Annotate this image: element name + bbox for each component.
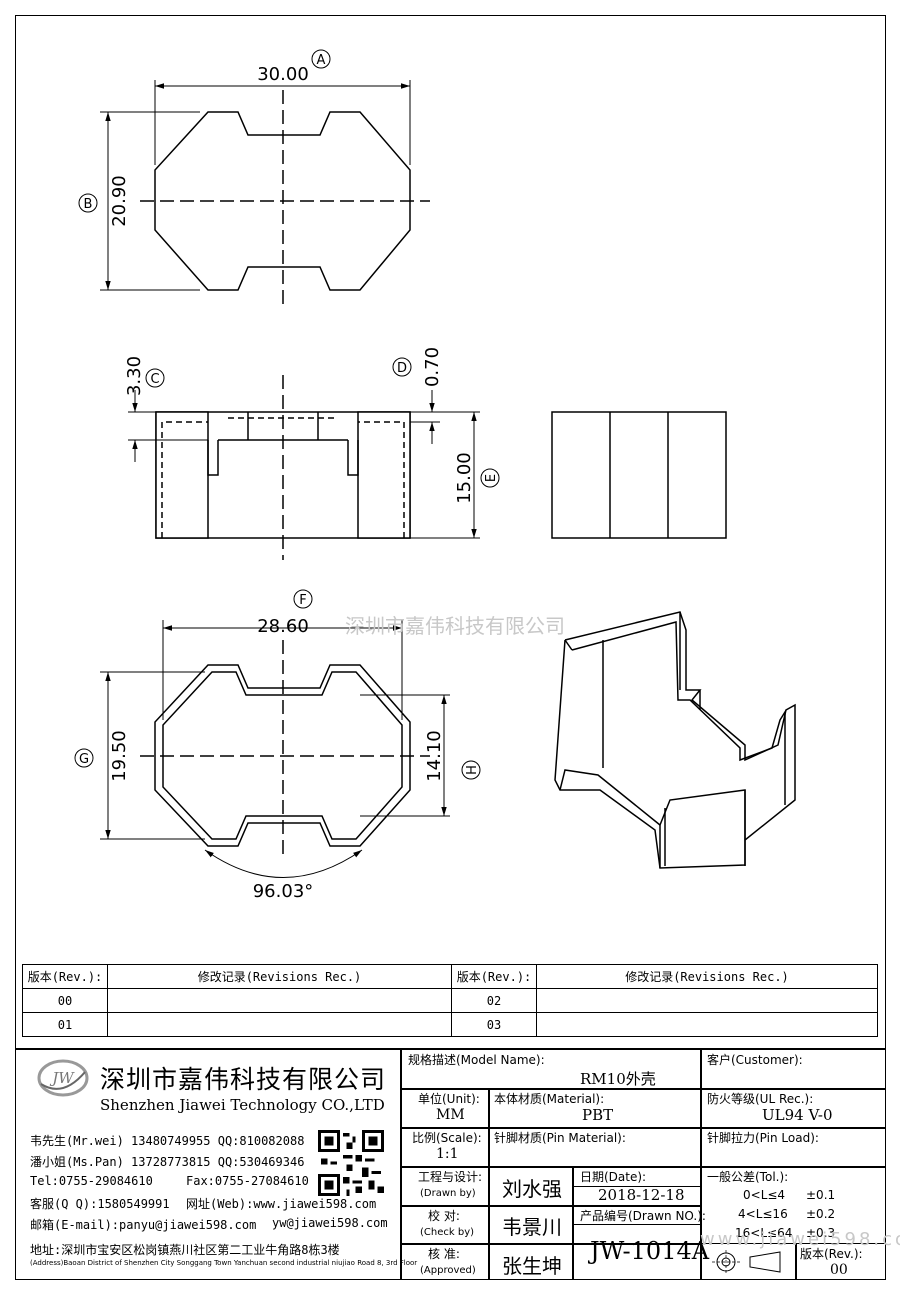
rec-header-2: 修改记录(Revisions Rec.) <box>536 964 878 989</box>
tolerance-value-3: ±0.3 <box>806 1226 836 1240</box>
logo-text: JW <box>49 1069 75 1087</box>
contact-pan: 潘小姐(Ms.Pan) 13728773815 QQ:530469346 <box>30 1155 305 1169</box>
top-view <box>100 80 430 305</box>
dim-f-value: 28.60 <box>257 616 309 637</box>
dim-f-label: F <box>299 593 306 608</box>
approved-label-en: (Approved) <box>420 1265 476 1276</box>
scale-label: 比例(Scale): <box>412 1131 482 1145</box>
company-name-cn: 深圳市嘉伟科技有限公司 <box>100 1065 387 1094</box>
company-tel: Tel:0755-29084610 <box>30 1174 153 1188</box>
qr-code-icon <box>318 1130 384 1196</box>
drawn-label-en: (Drawn by) <box>420 1188 476 1199</box>
model-label: 规格描述(Model Name): <box>408 1053 545 1067</box>
watermark-url: www.jiawei598.com <box>700 1229 900 1250</box>
drawing-frame <box>15 15 886 1280</box>
contact-wei: 韦先生(Mr.wei) 13480749955 QQ:810082088 <box>30 1134 305 1148</box>
company-address-en: (Address)Baoan District of Shenzhen City… <box>30 1259 418 1267</box>
rev-label: 版本(Rev.): <box>800 1247 863 1261</box>
date-label: 日期(Date): <box>580 1170 647 1184</box>
company-address: 地址:深圳市宝安区松岗镇燕川社区第二工业牛角路8栋3楼 <box>30 1243 340 1257</box>
approved-value: 张生坤 <box>502 1254 562 1278</box>
dim-e-label: E <box>484 474 499 482</box>
rev-row-01: 01 <box>22 1012 108 1037</box>
dim-h-label: H <box>465 765 480 775</box>
dim-e-value: 15.00 <box>454 452 475 504</box>
rev-row-03: 03 <box>451 1012 537 1037</box>
date-value: 2018-12-18 <box>598 1186 685 1204</box>
projection-symbol-icon <box>708 1248 790 1276</box>
dim-g-label: G <box>79 752 89 767</box>
check-value: 韦景川 <box>502 1215 562 1239</box>
material-label: 本体材质(Material): <box>494 1092 605 1106</box>
scale-value: 1:1 <box>436 1146 459 1162</box>
drawn-label: 工程与设计: <box>418 1170 483 1184</box>
dim-b-value: 20.90 <box>109 175 130 227</box>
rev-rec-00 <box>107 988 452 1013</box>
rec-header-1: 修改记录(Revisions Rec.) <box>107 964 452 989</box>
angle-value: 96.03° <box>253 881 314 902</box>
rev-header-2: 版本(Rev.): <box>451 964 537 989</box>
ul-label: 防火等级(UL Rec.): <box>707 1092 814 1106</box>
company-service: 客服(Q Q):1580549991 <box>30 1197 170 1211</box>
rev-row-02: 02 <box>451 988 537 1013</box>
rev-row-00: 00 <box>22 988 108 1013</box>
material-value: PBT <box>582 1106 614 1124</box>
bottom-view <box>100 620 450 878</box>
rev-rec-03 <box>536 1012 878 1037</box>
pin-load-label: 针脚拉力(Pin Load): <box>707 1131 819 1145</box>
check-label-en: (Check by) <box>420 1227 475 1238</box>
dim-g-value: 19.50 <box>109 730 130 782</box>
tolerance-range-2: 4<L≤16 <box>738 1207 788 1221</box>
unit-value: MM <box>436 1107 465 1123</box>
company-web: 网址(Web):www.jiawei598.com <box>186 1197 377 1211</box>
dim-d-label: D <box>397 361 407 376</box>
rev-header-1: 版本(Rev.): <box>22 964 108 989</box>
tolerance-range-1: 0<L≤4 <box>743 1188 786 1202</box>
model-value: RM10外壳 <box>580 1070 656 1088</box>
dimension-labels: A 30.00 B 20.90 C 3.30 D 0.70 E 15.00 F … <box>74 49 500 902</box>
isometric-view <box>554 611 796 869</box>
drawn-value: 刘水强 <box>502 1177 562 1201</box>
dim-d-value: 0.70 <box>422 347 443 387</box>
pin-material-label: 针脚材质(Pin Material): <box>494 1131 626 1145</box>
approved-label: 核 准: <box>428 1247 460 1261</box>
drawn-no-value: JW-1014A <box>590 1237 710 1265</box>
dim-b-label: B <box>84 197 93 212</box>
drawn-no-label: 产品编号(Drawn NO.): <box>580 1209 706 1223</box>
dim-c-label: C <box>150 372 159 387</box>
front-view <box>128 375 480 560</box>
technical-drawing: A 30.00 B 20.90 C 3.30 D 0.70 E 15.00 F … <box>74 49 796 902</box>
unit-label: 单位(Unit): <box>418 1092 480 1106</box>
tolerance-range-3: 16<L≤64 <box>735 1226 793 1240</box>
rev-value: 00 <box>830 1262 848 1278</box>
dim-a-label: A <box>317 53 326 68</box>
dim-c-value: 3.30 <box>124 356 145 396</box>
tolerance-label: 一般公差(Tol.): <box>707 1170 789 1184</box>
company-email: 邮箱(E-mail):panyu@jiawei598.com <box>30 1218 257 1232</box>
customer-label: 客户(Customer): <box>707 1053 803 1067</box>
watermark: 深圳市嘉伟科技有限公司 <box>345 614 565 638</box>
revision-table: 版本(Rev.): 修改记录(Revisions Rec.) 版本(Rev.):… <box>22 964 878 1037</box>
company-name-en: Shenzhen Jiawei Technology CO.,LTD <box>100 1096 385 1114</box>
rev-rec-01 <box>107 1012 452 1037</box>
tolerance-value-2: ±0.2 <box>806 1207 836 1221</box>
dim-a-value: 30.00 <box>257 64 309 85</box>
rev-rec-02 <box>536 988 878 1013</box>
side-view <box>551 411 727 539</box>
dim-h-value: 14.10 <box>424 730 445 782</box>
ul-value: UL94 V-0 <box>762 1106 833 1124</box>
check-label: 校 对: <box>428 1209 460 1223</box>
tolerance-value-1: ±0.1 <box>806 1188 836 1202</box>
company-email-2: yw@jiawei598.com <box>272 1216 388 1230</box>
company-logo: JW <box>36 1058 90 1098</box>
company-fax: Fax:0755-27084610 <box>186 1174 309 1188</box>
